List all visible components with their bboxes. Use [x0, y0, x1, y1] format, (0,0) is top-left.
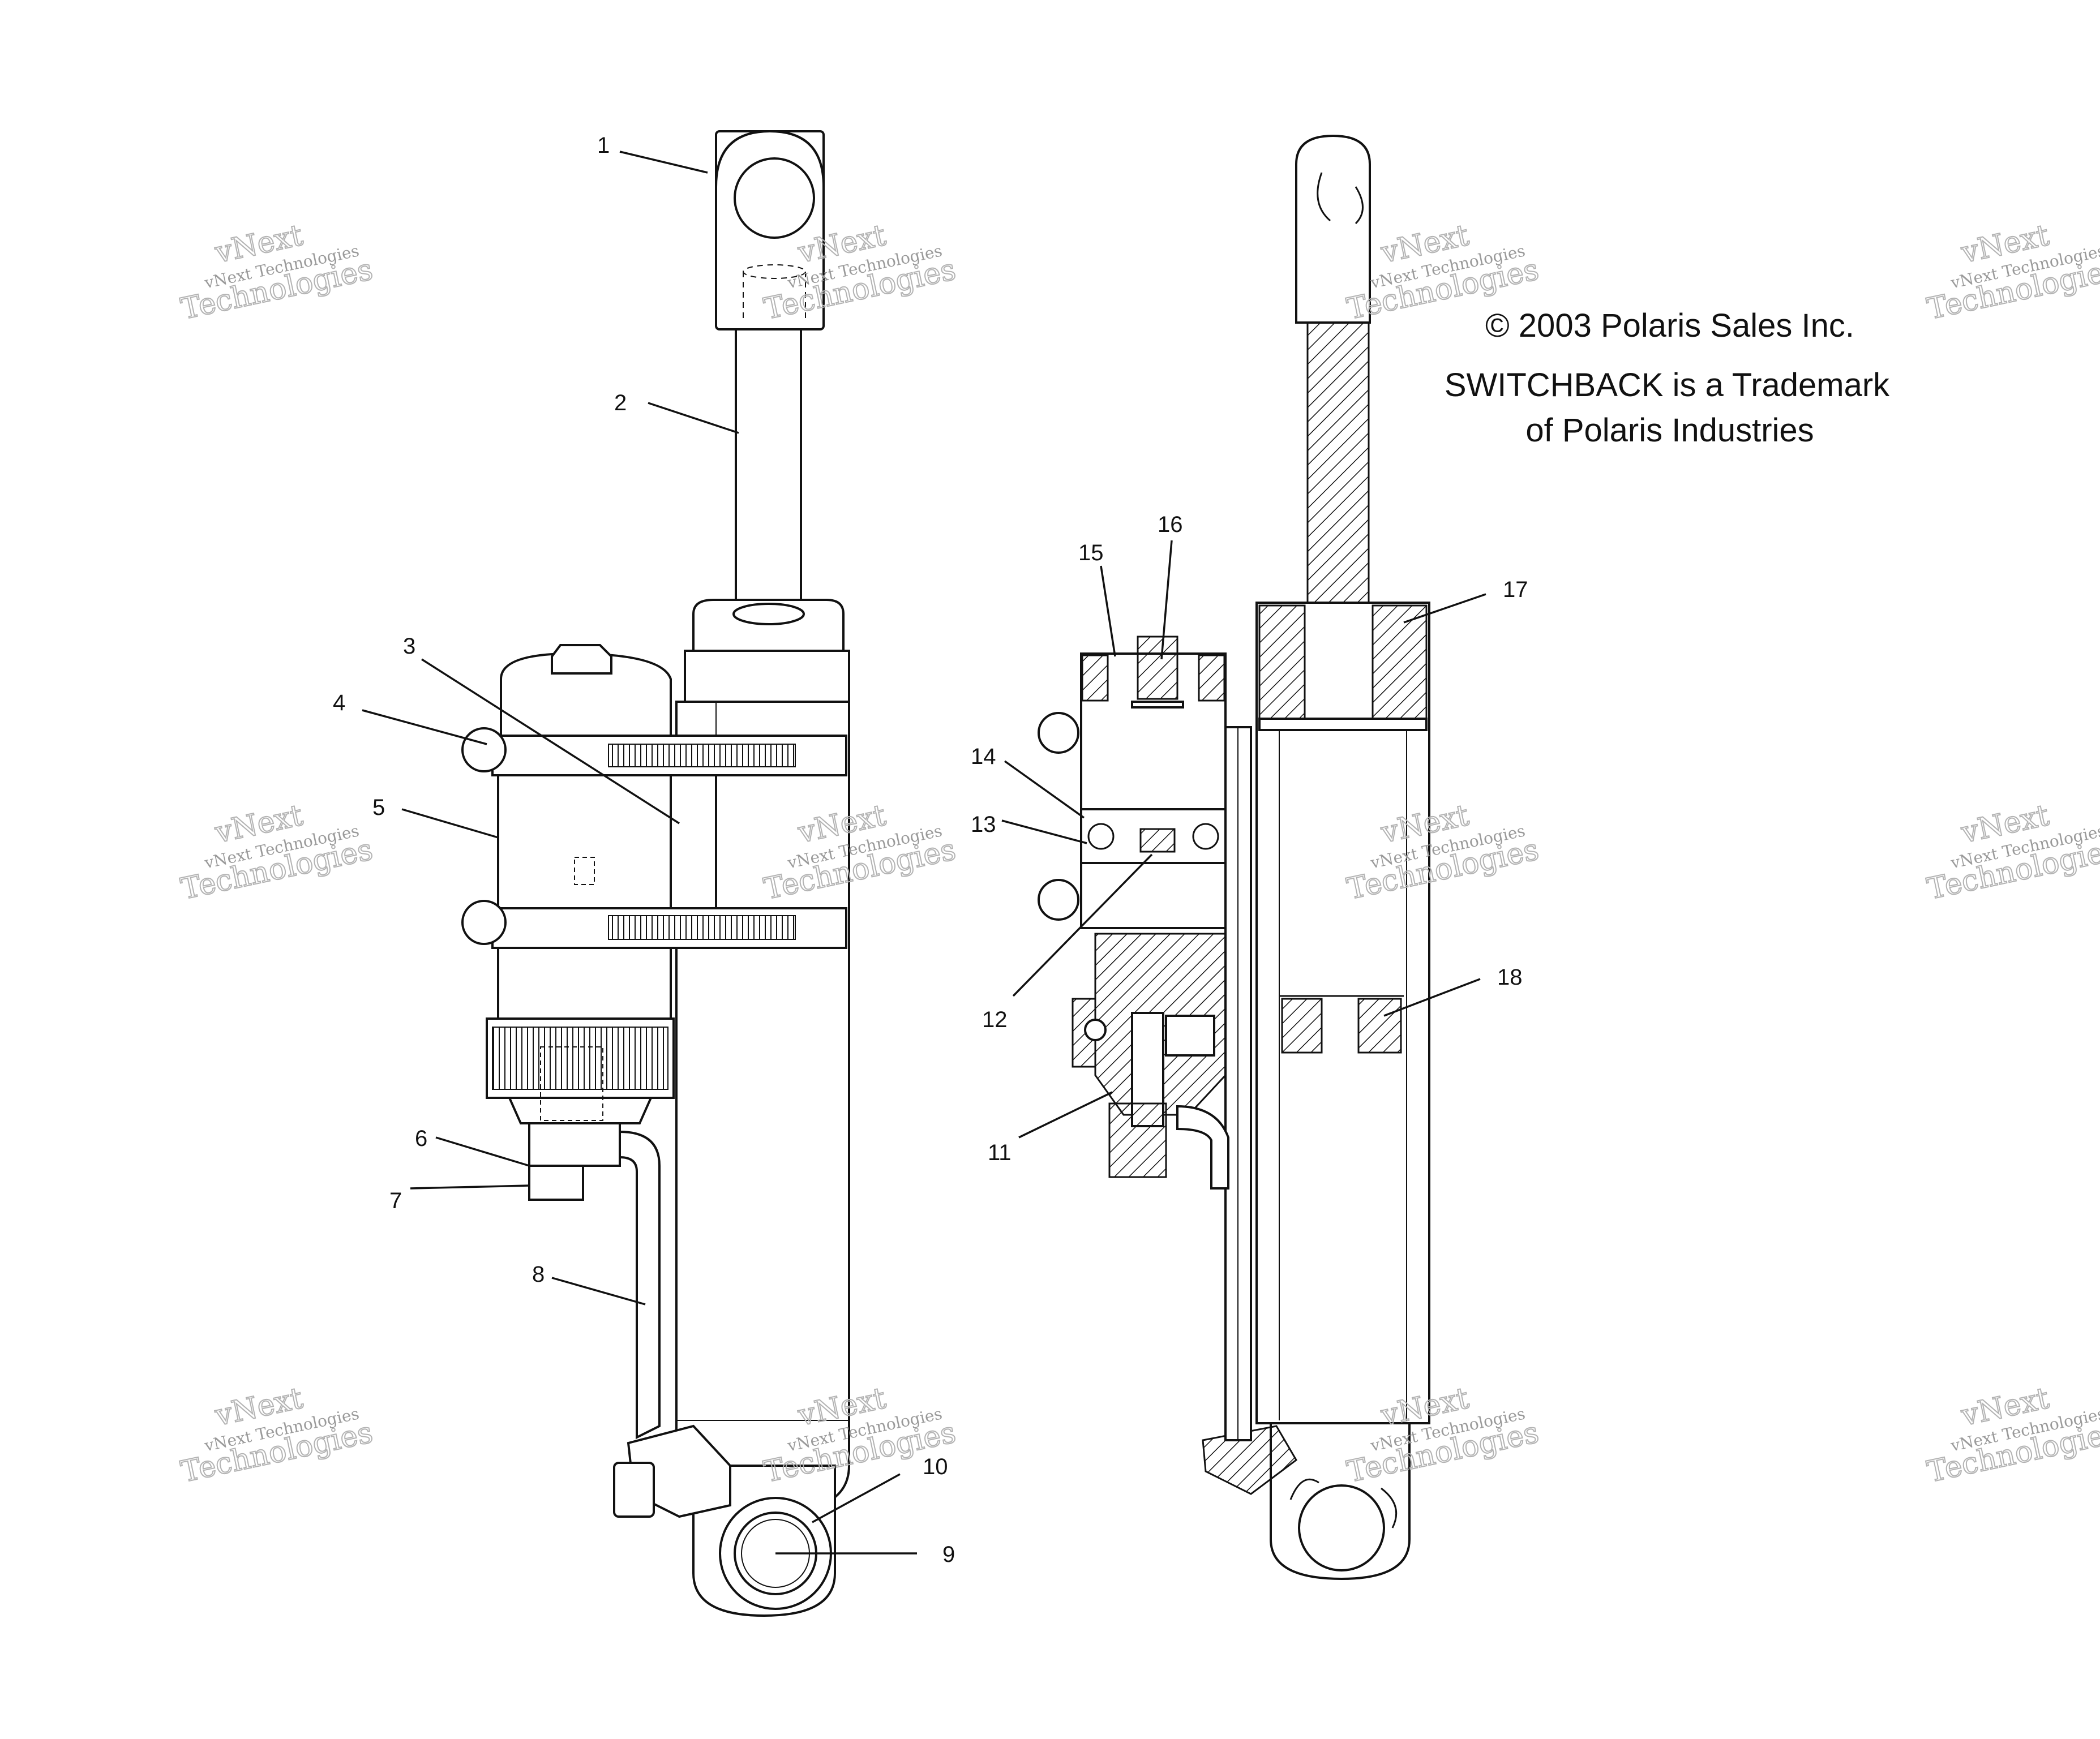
callout-5: 5: [372, 795, 385, 820]
copyright-notice: © 2003 Polaris Sales Inc. SWITCHBACK is …: [1445, 307, 1890, 449]
clamp-bracket: [670, 774, 717, 909]
cutaway-bottom-hole: [1298, 1484, 1385, 1571]
callout-17: 17: [1503, 577, 1528, 602]
body-collar: [684, 650, 850, 703]
callout-11: 11: [988, 1140, 1012, 1165]
reservoir-fitting: [528, 1122, 621, 1167]
cutaway-top-eyelet: [1295, 134, 1371, 324]
shaft: [735, 328, 802, 611]
reservoir-nut: [551, 644, 612, 675]
piston-left: [1281, 998, 1323, 1054]
callout-labels: 1 2 3 4 5 6 7 8 9 10 11 12 13 14 15 16 1…: [333, 133, 1528, 1567]
leader-lines: [362, 151, 1486, 1555]
watermark: vNext vNext Technologies Technologies: [178, 1381, 376, 1490]
copyright-line-2: SWITCHBACK is a Trademark: [1445, 367, 1890, 403]
piston-right: [1357, 998, 1402, 1054]
seal-head-right: [1372, 604, 1428, 720]
callout-10: 10: [923, 1454, 948, 1479]
watermark: vNext vNext Technologies Technologies: [761, 1381, 959, 1490]
fitting-nut-7: [528, 1165, 584, 1201]
adjuster-spring: [1165, 1015, 1215, 1057]
callout-16: 16: [1158, 512, 1183, 537]
cutaway-bottom-fitting: [1202, 1425, 1297, 1495]
callout-3: 3: [403, 634, 415, 659]
callout-13: 13: [971, 812, 996, 837]
callout-14: 14: [971, 744, 996, 769]
callout-9: 9: [942, 1542, 955, 1567]
copyright-line-3: of Polaris Industries: [1525, 412, 1814, 449]
callout-2: 2: [614, 390, 627, 415]
watermark: vNext vNext Technologies Technologies: [178, 798, 376, 907]
cutaway-knob-upper: [1038, 712, 1079, 754]
watermark: vNext vNext Technologies Technologies: [178, 218, 376, 327]
adjuster-lower-body: [1108, 1102, 1167, 1178]
callout-1: 1: [597, 133, 610, 158]
cutaway-hose-bend: [1176, 1105, 1229, 1190]
schrader-valve: [1137, 636, 1178, 700]
callout-4: 4: [333, 690, 345, 715]
callout-12: 12: [982, 1007, 1008, 1032]
copyright-line-1: © 2003 Polaris Sales Inc.: [1485, 307, 1854, 344]
clamp-knob-upper: [461, 727, 507, 772]
seal-head-left: [1258, 604, 1306, 720]
hose: [619, 1130, 661, 1440]
callout-15: 15: [1078, 540, 1104, 565]
clamp-knob-lower: [461, 900, 507, 945]
callout-7: 7: [389, 1188, 402, 1213]
cutaway-view: [1038, 134, 1430, 1581]
reservoir-body: [497, 735, 672, 1020]
callout-18: 18: [1497, 965, 1523, 990]
watermark: vNext vNext Technologies Technologies: [1924, 218, 2100, 327]
eyelet-hole: [734, 157, 815, 239]
cutaway-knob-lower: [1038, 879, 1079, 921]
fitting-nut: [613, 1462, 655, 1518]
adjuster-base: [507, 1097, 653, 1124]
callout-8: 8: [532, 1262, 545, 1287]
exterior-view: [461, 130, 850, 1617]
watermark: vNext vNext Technologies Technologies: [1924, 798, 2100, 907]
watermark: vNext vNext Technologies Technologies: [1924, 1381, 2100, 1490]
callout-6: 6: [415, 1126, 427, 1151]
body-cap: [692, 599, 845, 652]
